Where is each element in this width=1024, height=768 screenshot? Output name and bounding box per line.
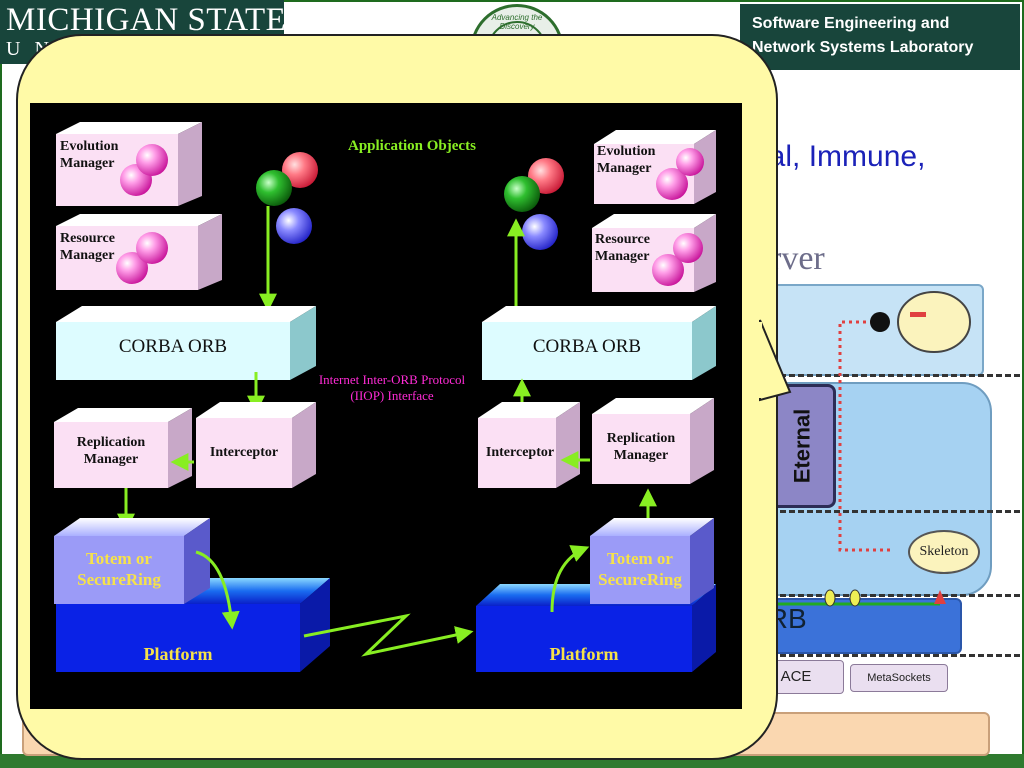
iiop-interface-label: Internet Inter-ORB Protocol (IIOP) Inter… [318, 372, 466, 403]
left-corba-orb-box [56, 306, 316, 380]
right-totem-box [590, 518, 714, 604]
right-evolution-manager-label: Evolution Manager [597, 144, 656, 176]
platform-to-totem-arrow [550, 545, 590, 613]
minus-sign-icon [910, 312, 926, 317]
left-resource-manager-label: Resource Manager [60, 231, 115, 263]
left-evolution-manager-label: Evolution Manager [60, 139, 119, 171]
skeleton-node: Skeleton [908, 530, 980, 574]
metasockets-box: MetaSockets [850, 664, 948, 692]
slide-bullet-text: nal, Immune, [752, 140, 926, 173]
orb-marker-dot [849, 589, 861, 607]
right-totem-label: Totem or SecureRing [598, 549, 682, 589]
lab-logo: Software Engineering and Network Systems… [740, 4, 1020, 70]
application-objects-label: Application Objects [348, 138, 476, 154]
dashed-separator [744, 510, 1020, 513]
right-application-objects [504, 158, 564, 250]
left-totem-box [54, 518, 210, 604]
right-corba-orb-box [482, 306, 716, 380]
dashed-separator [744, 374, 1020, 377]
left-resource-manager-box [56, 214, 222, 290]
orb-marker-dot [824, 589, 836, 607]
university-name: MICHIGAN STATE [6, 2, 287, 38]
left-interceptor-box [196, 402, 316, 488]
dashed-separator [744, 654, 1020, 657]
left-application-objects [256, 152, 318, 244]
right-replication-manager-label: Replication Manager [606, 431, 676, 463]
right-resource-manager-label: Resource Manager [595, 232, 650, 264]
right-resource-manager-box [592, 214, 716, 292]
dotted-connector [838, 320, 890, 552]
left-platform-label: Platform [143, 644, 213, 664]
totem-to-platform-arrow [195, 550, 240, 630]
right-platform-label: Platform [549, 644, 619, 664]
left-replication-manager-label: Replication Manager [76, 435, 146, 467]
left-interceptor-label: Interceptor [209, 445, 279, 460]
network-link-arrow [303, 613, 474, 657]
right-corba-orb-label: CORBA ORB [532, 336, 642, 357]
client-device-icon [897, 291, 971, 353]
orb-arrow-icon [934, 590, 946, 604]
left-totem-label: Totem or SecureRing [77, 549, 161, 589]
plug-icon [870, 312, 890, 332]
lab-name-line1: Software Engineering and [752, 15, 950, 32]
server-heading: rver [770, 240, 825, 277]
left-replication-manager-box [54, 408, 192, 488]
lab-name-line2: Network Systems Laboratory [752, 39, 974, 56]
dashed-separator [744, 594, 1020, 597]
orb-layer [744, 598, 962, 654]
right-replication-manager-box [592, 398, 714, 484]
right-interceptor-label: Interceptor [485, 445, 555, 460]
left-evolution-manager-box [56, 122, 202, 206]
right-evolution-manager-box [594, 130, 716, 204]
left-corba-orb-label: CORBA ORB [118, 336, 228, 357]
